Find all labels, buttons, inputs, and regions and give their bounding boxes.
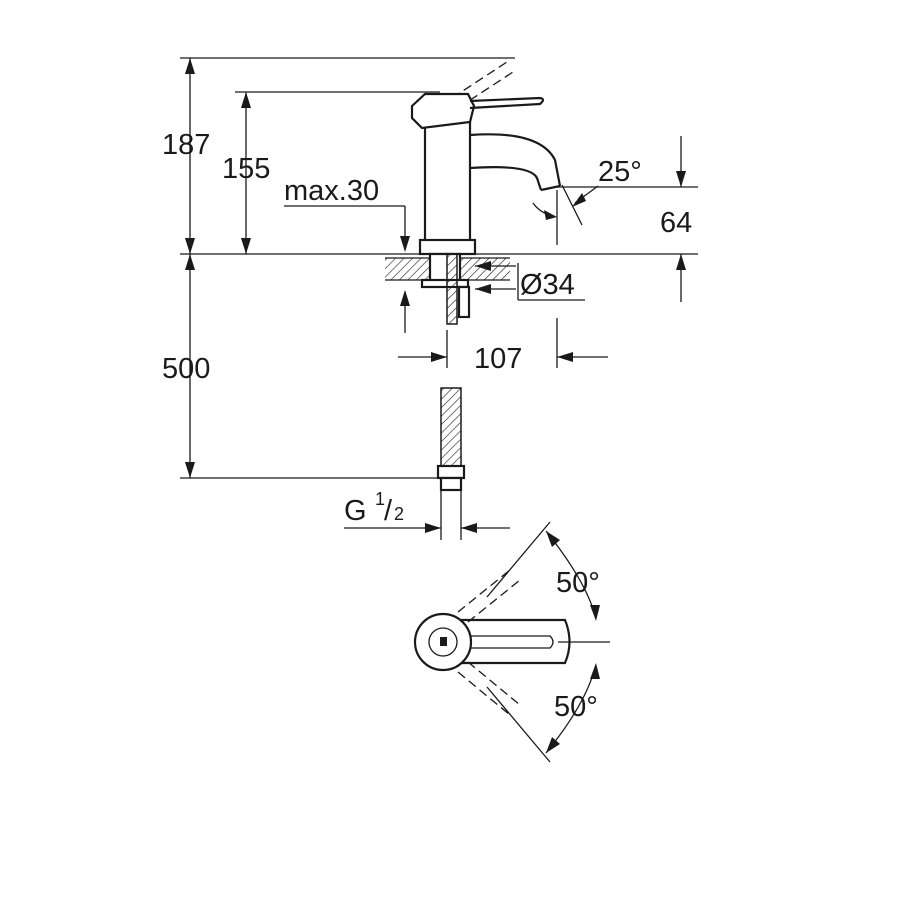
faucet-side-view bbox=[385, 59, 562, 492]
connection-numerator-label: 1 bbox=[375, 489, 385, 509]
dimension-25-degrees bbox=[532, 184, 599, 245]
dimension-max30 bbox=[284, 205, 410, 333]
hose-length-label: 500 bbox=[162, 353, 210, 385]
spout-clearance-label: 64 bbox=[660, 207, 692, 239]
connection-main-label: G bbox=[344, 495, 367, 527]
dimension-187 bbox=[185, 58, 195, 254]
connection-slash-label: / bbox=[384, 495, 393, 527]
dimension-155 bbox=[241, 92, 251, 254]
height-spout-label: 155 bbox=[222, 153, 270, 185]
height-total-label: 187 bbox=[162, 129, 210, 161]
spout-angle-label: 25° bbox=[598, 156, 642, 188]
dimension-500 bbox=[185, 254, 195, 478]
faucet-top-view bbox=[413, 521, 610, 763]
base-diameter-label: Ø34 bbox=[520, 269, 575, 301]
dimension-64 bbox=[676, 136, 686, 302]
lever-angle-down-label: 50° bbox=[554, 691, 598, 723]
dimension-107 bbox=[398, 352, 608, 362]
projection-label: 107 bbox=[474, 343, 522, 375]
connection-denominator-label: 2 bbox=[394, 504, 404, 524]
dimension-g-half bbox=[344, 523, 510, 533]
max-thickness-label: max.30 bbox=[284, 175, 379, 207]
lever-angle-up-label: 50° bbox=[556, 567, 600, 599]
